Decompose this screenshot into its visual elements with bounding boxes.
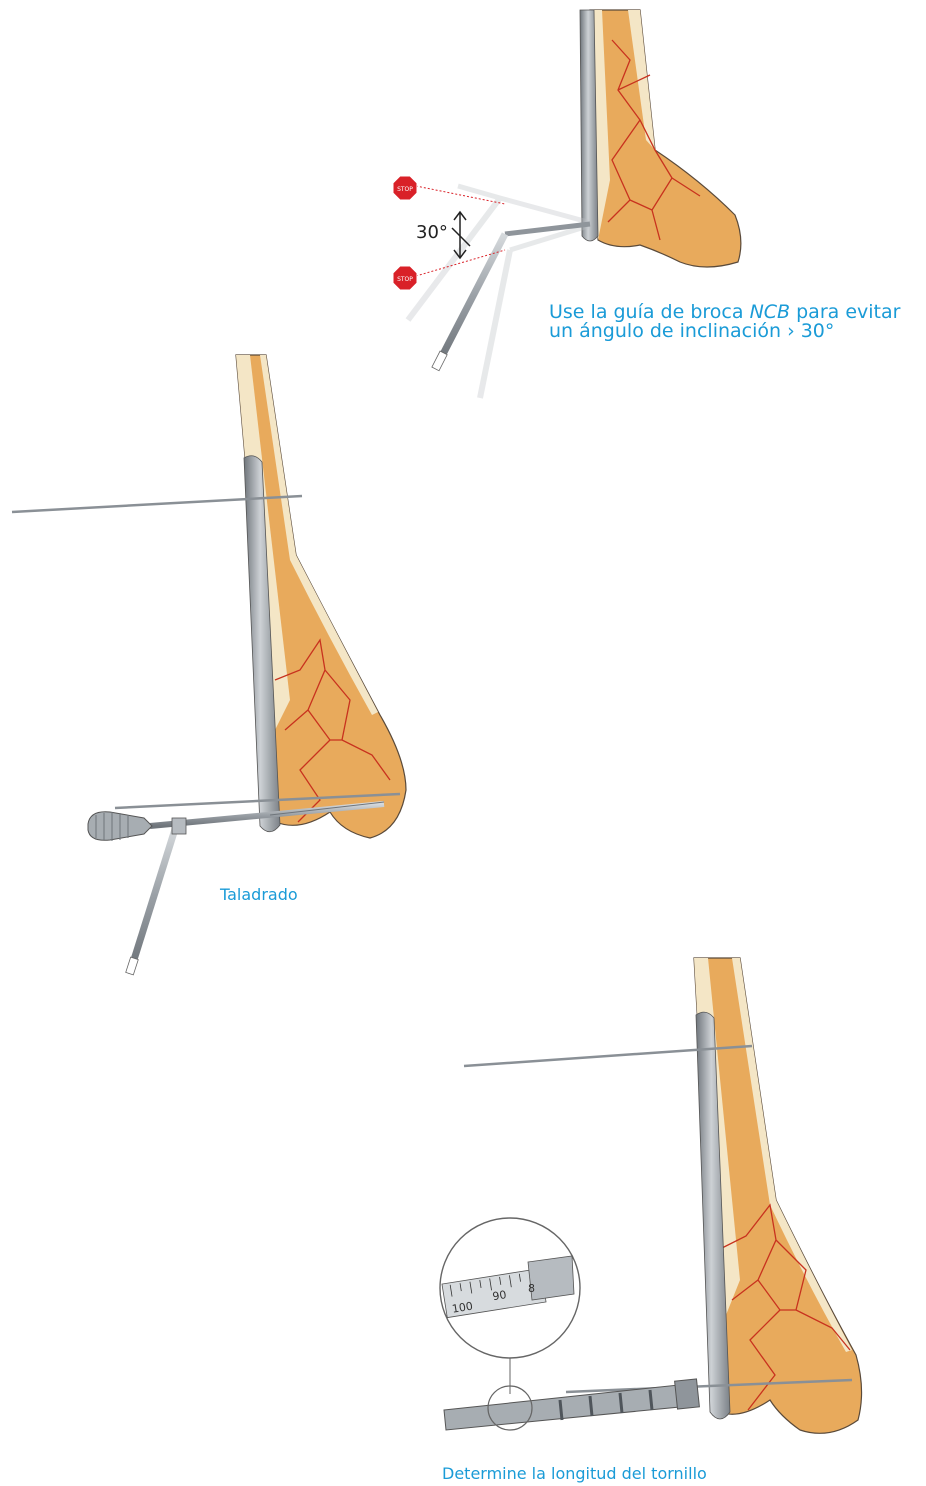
panel-drilling (12, 355, 406, 975)
panel-depth-gauge: 100 90 8 (440, 958, 862, 1433)
drill-guide-active (432, 224, 590, 371)
drill-chuck-icon (88, 812, 152, 841)
stop-sign-lower-icon: STOP (393, 266, 417, 290)
caption-depth-gauge: Determine la longitud del tornillo (442, 1464, 707, 1483)
caption-nc-guide: Use la guía de broca NCB para evitar un … (549, 303, 900, 341)
ruler-label-8: 8 (528, 1282, 535, 1295)
femur-bone-1 (590, 10, 741, 267)
stop-sign-upper-label: STOP (397, 186, 413, 193)
angle-label: 30° (416, 222, 448, 243)
drill-guide-2 (126, 818, 186, 975)
ruler-label-90: 90 (492, 1288, 508, 1303)
stop-sign-upper-icon: STOP (393, 176, 417, 200)
caption-nc-guide-line2: un ángulo de inclinación › 30° (549, 322, 900, 341)
magnifier-detail: 100 90 8 (440, 1218, 580, 1358)
stop-sign-lower-label: STOP (397, 276, 413, 283)
depth-gauge-instrument (444, 1379, 699, 1430)
caption-drilling: Taladrado (220, 885, 298, 904)
